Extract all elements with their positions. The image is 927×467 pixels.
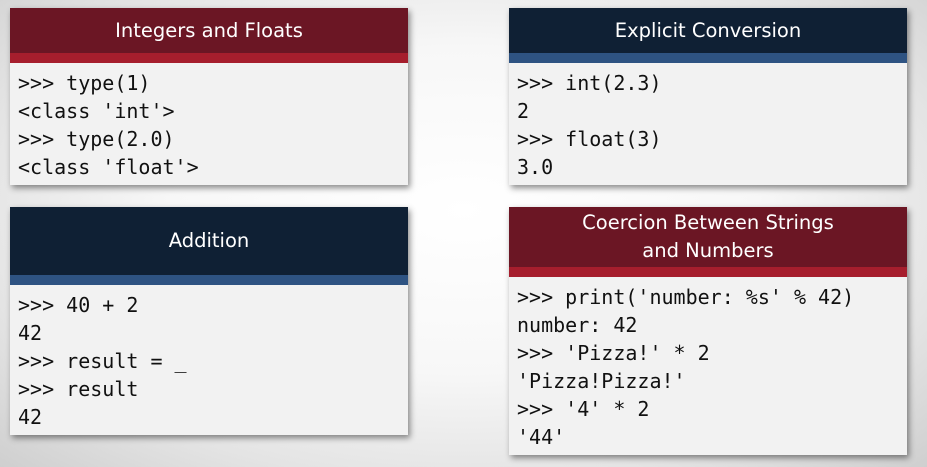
card-title: Integers and Floats [115,18,303,42]
code-block: >>> int(2.3) 2 >>> float(3) 3.0 [509,63,907,185]
card-integers-and-floats: Integers and Floats >>> type(1) <class '… [10,8,408,185]
card-title: Explicit Conversion [614,18,802,42]
card-title-line-1: Coercion Between Strings [582,211,834,234]
code-line: <class 'float'> [18,155,199,179]
code-line: 3.0 [517,155,554,179]
header-stripe [509,267,907,277]
card-header: Explicit Conversion [509,8,907,53]
code-line: >>> '4' * 2 [517,397,650,421]
code-line: >>> 'Pizza!' * 2 [517,341,710,365]
code-line: 42 [18,405,43,429]
card-header: Addition [10,207,408,275]
code-line: >>> result [18,377,139,401]
code-line: 2 [517,99,530,123]
header-stripe [10,53,408,63]
card-coercion-strings-numbers: Coercion Between Strings and Numbers >>>… [509,207,907,455]
card-title: Addition [168,229,250,252]
card-explicit-conversion: Explicit Conversion >>> int(2.3) 2 >>> f… [509,8,907,185]
code-line: >>> type(2.0) [18,127,175,151]
code-block: >>> print('number: %s' % 42) number: 42 … [509,277,907,455]
code-line: 42 [18,321,43,345]
code-line: <class 'int'> [18,99,175,123]
code-line: >>> type(1) [18,71,151,95]
code-line: 'Pizza!Pizza!' [517,369,686,393]
code-line: number: 42 [517,313,638,337]
code-line: >>> 40 + 2 [18,293,139,317]
code-line: '44' [517,425,566,449]
header-stripe [509,53,907,63]
card-header: Coercion Between Strings and Numbers [509,207,907,267]
code-line: >>> print('number: %s' % 42) [517,285,855,309]
card-addition: Addition >>> 40 + 2 42 >>> result = _ >>… [10,207,408,435]
card-header: Integers and Floats [10,8,408,53]
header-stripe [10,275,408,285]
code-line: >>> float(3) [517,127,662,151]
code-block: >>> type(1) <class 'int'> >>> type(2.0) … [10,63,408,185]
code-block: >>> 40 + 2 42 >>> result = _ >>> result … [10,285,408,435]
card-title-line-2: and Numbers [642,239,774,262]
code-line: >>> result = _ [18,349,187,373]
code-line: >>> int(2.3) [517,71,662,95]
